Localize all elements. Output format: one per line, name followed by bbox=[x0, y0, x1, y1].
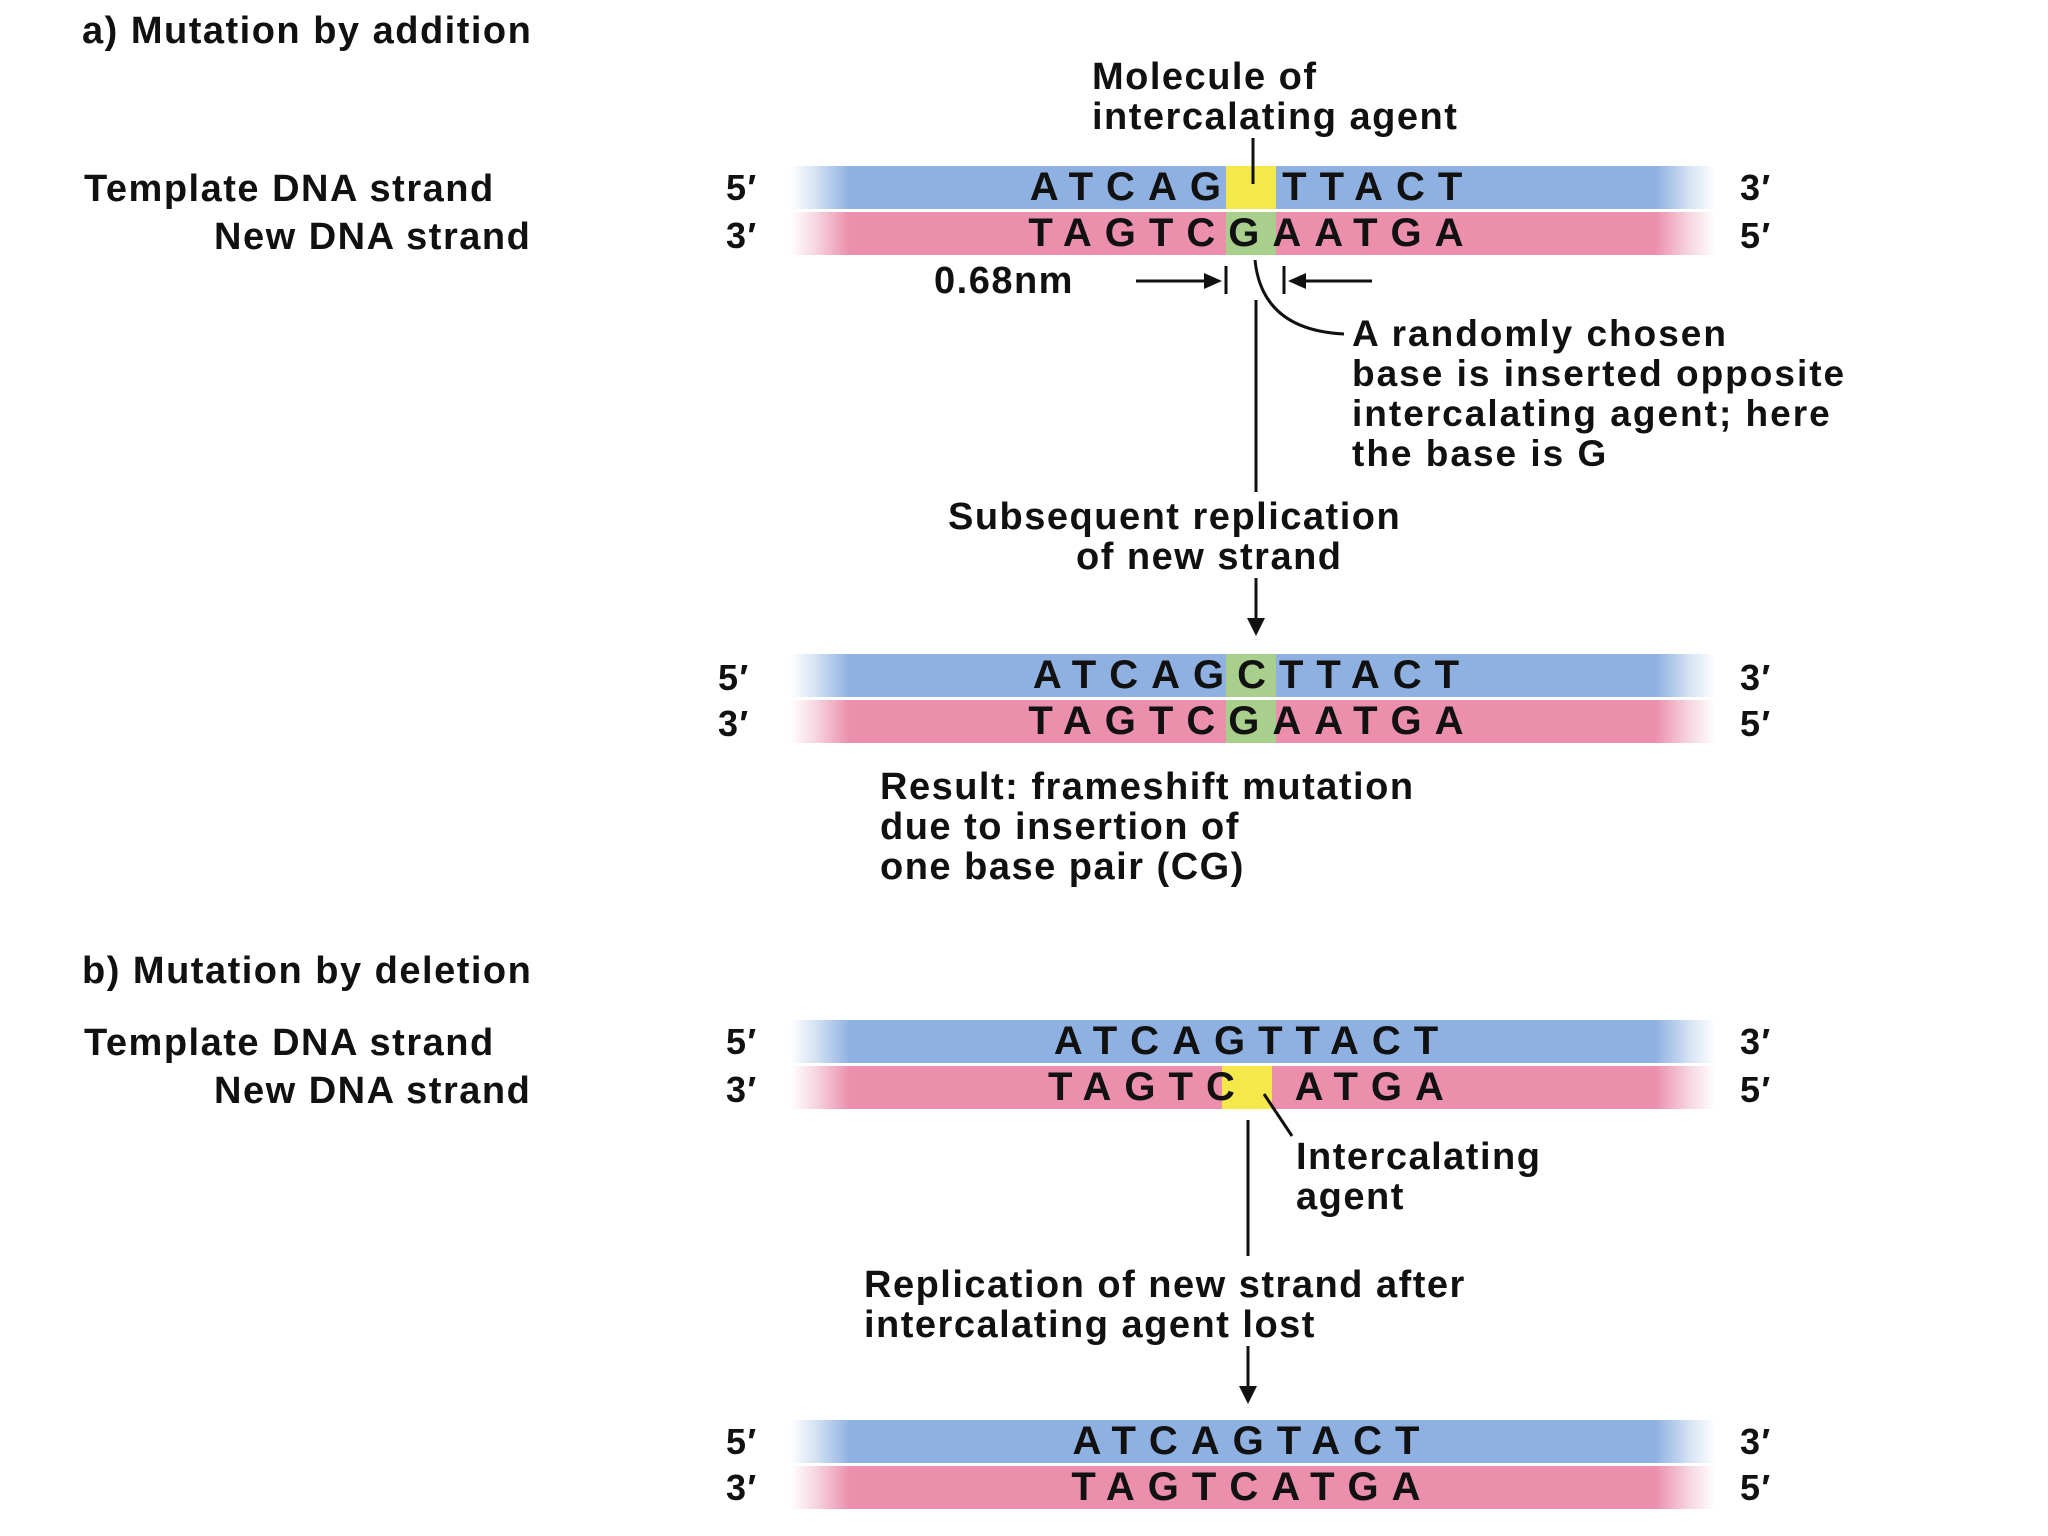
distance-right-arrowhead bbox=[1288, 273, 1306, 289]
result-b-new-5-prime: 5′ bbox=[1740, 1467, 1772, 1508]
result-a-new-3-prime: 3′ bbox=[718, 703, 750, 744]
new-strand-label: New DNA strand bbox=[214, 216, 532, 258]
result-a-inserted-g-highlight bbox=[1226, 700, 1276, 743]
distance-left-arrowhead bbox=[1204, 273, 1222, 289]
new-3-prime-end: 3′ bbox=[726, 215, 758, 256]
step-b-label-line-2: intercalating agent lost bbox=[864, 1304, 1316, 1346]
b-new-5-prime-end: 5′ bbox=[1740, 1069, 1772, 1110]
new-sequence: TAGTCGAATGA bbox=[1028, 211, 1477, 255]
step-a-label-line-2: of new strand bbox=[1076, 536, 1343, 578]
b-new-sequence: TAGTC ATGA bbox=[1048, 1065, 1457, 1109]
b-template-sequence: ATCAGTTACT bbox=[1053, 1019, 1452, 1063]
result-a-template-3-prime: 3′ bbox=[1740, 657, 1772, 698]
result-a-template-band: ATCAGCTTACT bbox=[790, 653, 1715, 697]
distance-label: 0.68nm bbox=[934, 260, 1074, 302]
result-b-template-3-prime: 3′ bbox=[1740, 1421, 1772, 1462]
result-a-new-5-prime: 5′ bbox=[1740, 703, 1772, 744]
new-dna-band: TAGTCGAATGA bbox=[790, 211, 1715, 255]
result-b-template-5-prime: 5′ bbox=[726, 1421, 758, 1462]
b-template-strand-label: Template DNA strand bbox=[84, 1022, 495, 1064]
process-b-arrowhead bbox=[1239, 1386, 1257, 1404]
process-a-arrowhead bbox=[1247, 618, 1265, 636]
b-agent-label-line-2: agent bbox=[1296, 1176, 1405, 1218]
b-template-5-prime-end: 5′ bbox=[726, 1021, 758, 1062]
result-note-line-2: due to insertion of bbox=[880, 806, 1240, 848]
result-b-new-band: TAGTCATGA bbox=[790, 1465, 1715, 1509]
template-5-prime-end: 5′ bbox=[726, 167, 758, 208]
agent-label-line-2: intercalating agent bbox=[1092, 96, 1459, 138]
insert-note-line-2: base is inserted opposite bbox=[1352, 353, 1847, 394]
result-b-template-sequence: ATCAGTACT bbox=[1072, 1419, 1433, 1463]
b-agent-label-line-1: Intercalating bbox=[1296, 1136, 1542, 1178]
b-agent-pointer-line bbox=[1262, 1093, 1294, 1137]
result-b-new-3-prime: 3′ bbox=[726, 1467, 758, 1508]
intercalating-agent-highlight bbox=[1226, 166, 1276, 209]
part-b-heading: b) Mutation by deletion bbox=[82, 950, 533, 992]
insert-note-line-1: A randomly chosen bbox=[1352, 313, 1728, 354]
inserted-base-highlight bbox=[1226, 212, 1276, 255]
agent-label-line-1: Molecule of bbox=[1092, 56, 1318, 98]
b-template-dna-band: ATCAGTTACT bbox=[790, 1019, 1715, 1063]
result-b-template-band: ATCAGTACT bbox=[790, 1419, 1715, 1463]
result-note-line-3: one base pair (CG) bbox=[880, 846, 1245, 888]
template-strand-label: Template DNA strand bbox=[84, 168, 495, 210]
part-a-heading: a) Mutation by addition bbox=[82, 10, 533, 52]
step-b-label-line-1: Replication of new strand after bbox=[864, 1264, 1466, 1306]
result-a-template-sequence: ATCAGCTTACT bbox=[1032, 653, 1473, 697]
b-new-3-prime-end: 3′ bbox=[726, 1069, 758, 1110]
result-b-new-sequence: TAGTCATGA bbox=[1071, 1465, 1434, 1509]
b-intercalating-agent-highlight bbox=[1222, 1066, 1272, 1109]
b-new-dna-band: TAGTC ATGA bbox=[790, 1065, 1715, 1109]
template-3-prime-end: 3′ bbox=[1740, 167, 1772, 208]
result-a-template-5-prime: 5′ bbox=[718, 657, 750, 698]
result-a-new-band: TAGTCGAATGA bbox=[790, 699, 1715, 743]
result-note-line-1: Result: frameshift mutation bbox=[880, 766, 1415, 808]
insert-note-line-3: intercalating agent; here bbox=[1352, 393, 1832, 434]
insert-note-line-4: the base is G bbox=[1352, 433, 1609, 474]
new-5-prime-end: 5′ bbox=[1740, 215, 1772, 256]
b-new-strand-label: New DNA strand bbox=[214, 1070, 532, 1112]
result-a-inserted-c-highlight bbox=[1226, 654, 1276, 697]
result-a-new-sequence: TAGTCGAATGA bbox=[1028, 699, 1477, 743]
template-sequence: ATCAG TTACT bbox=[1029, 165, 1476, 209]
insert-note-pointer bbox=[1253, 259, 1345, 336]
b-template-3-prime-end: 3′ bbox=[1740, 1021, 1772, 1062]
step-a-label-line-1: Subsequent replication bbox=[948, 496, 1402, 538]
